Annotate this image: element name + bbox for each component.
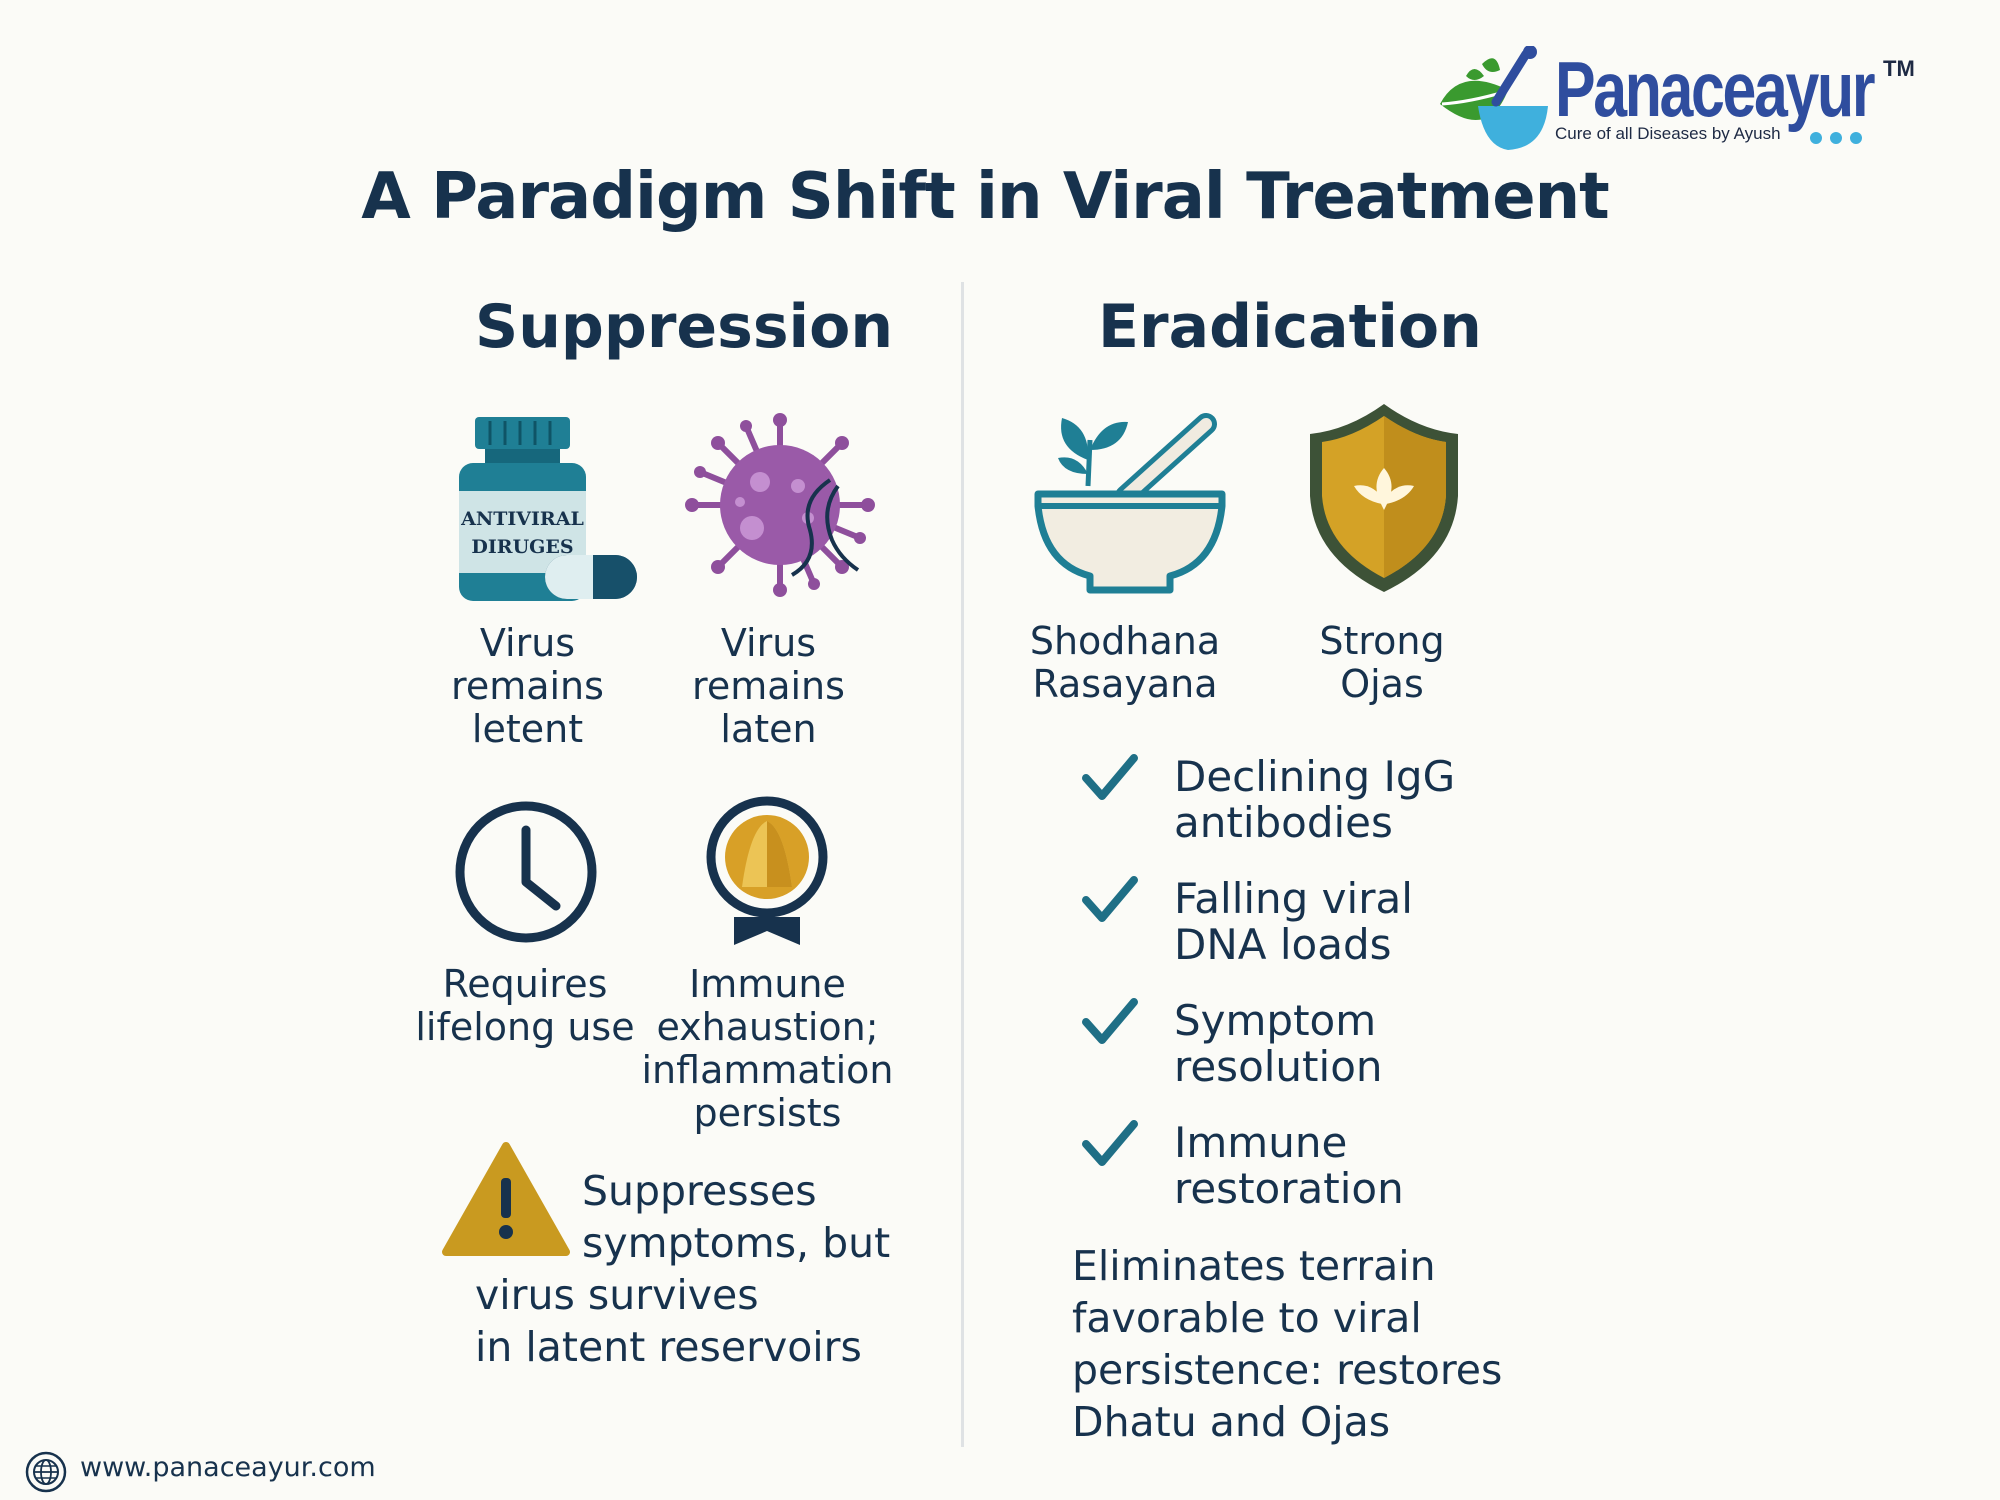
caption-immune-exhaustion: Immune exhaustion; inflammation persists bbox=[640, 963, 895, 1135]
page-title-text: A Paradigm Shift in Viral Treatment bbox=[361, 160, 1609, 234]
clock-icon bbox=[455, 801, 597, 943]
caption-shodhana: Shodhana Rasayana bbox=[1015, 620, 1235, 706]
summary-line: Eliminates terrain bbox=[1072, 1242, 1436, 1290]
check-icon bbox=[1082, 1120, 1138, 1166]
mortar-leaf-logo-icon bbox=[1440, 46, 1548, 150]
website-link[interactable]: www.panaceayur.com bbox=[80, 1452, 376, 1483]
caption-ojas: Strong Ojas bbox=[1282, 620, 1482, 706]
page-title: A Paradigm Shift in Viral Treatment bbox=[0, 160, 2000, 234]
exhausted-immune-icon bbox=[706, 796, 828, 945]
virus-icon bbox=[685, 413, 875, 597]
check-line: restoration bbox=[1174, 1164, 1404, 1213]
caption-virus: Virus remains laten bbox=[666, 622, 871, 751]
globe-icon bbox=[25, 1451, 67, 1493]
caption-line: Virus bbox=[479, 621, 576, 665]
bottle-label-line: DIRUGES bbox=[471, 536, 574, 558]
summary-line: persistence: restores bbox=[1072, 1346, 1503, 1394]
caption-line: Immune bbox=[689, 962, 846, 1006]
warning-text-top: Suppresses symptoms, but bbox=[582, 1165, 890, 1269]
warning-text-bottom: virus survives in latent reservoirs bbox=[475, 1269, 862, 1373]
caption-line: remains bbox=[451, 664, 604, 708]
check-line: Immune bbox=[1174, 1118, 1348, 1167]
column-divider bbox=[961, 282, 964, 1447]
warning-icon bbox=[442, 1142, 570, 1256]
brand-logo: Panaceayur TM Cure of all Diseases by Ay… bbox=[1430, 45, 1915, 156]
caption-line: Shodhana bbox=[1029, 619, 1221, 663]
summary-line: Dhatu and Ojas bbox=[1072, 1398, 1391, 1446]
caption-line: Strong bbox=[1319, 619, 1445, 663]
check-item: Declining IgG antibodies bbox=[1174, 754, 1455, 846]
caption-clock: Requires lifelong use bbox=[415, 963, 635, 1049]
bottle-label-line: ANTIVIRAL bbox=[461, 508, 584, 530]
check-line: resolution bbox=[1174, 1042, 1383, 1091]
check-item: Symptom resolution bbox=[1174, 998, 1383, 1090]
suppression-heading: Suppression bbox=[475, 292, 894, 362]
bottle-label: ANTIVIRAL DIRUGES bbox=[455, 505, 590, 561]
caption-line: inflammation bbox=[641, 1048, 894, 1092]
check-line: DNA loads bbox=[1174, 920, 1392, 969]
check-icon bbox=[1082, 754, 1138, 800]
caption-line: letent bbox=[471, 707, 584, 751]
caption-line: Requires bbox=[442, 962, 608, 1006]
caption-line: laten bbox=[720, 707, 817, 751]
check-icon bbox=[1082, 876, 1138, 922]
caption-line: Rasayana bbox=[1032, 662, 1218, 706]
brand-tagline: Cure of all Diseases by Ayush bbox=[1555, 124, 1781, 143]
caption-line: exhaustion; bbox=[656, 1005, 879, 1049]
check-item: Falling viral DNA loads bbox=[1174, 876, 1413, 968]
caption-line: Virus bbox=[720, 621, 817, 665]
warning-line: virus survives bbox=[475, 1271, 759, 1319]
caption-line: persists bbox=[693, 1091, 842, 1135]
check-line: Falling viral bbox=[1174, 874, 1413, 923]
mortar-pestle-herb-icon bbox=[1034, 413, 1226, 594]
shield-icon bbox=[1310, 404, 1458, 592]
caption-bottle: Virus remains letent bbox=[425, 622, 630, 751]
dots-icon bbox=[1810, 132, 1862, 144]
brand-name: Panaceayur bbox=[1555, 45, 1876, 133]
eradication-summary: Eliminates terrain favorable to viral pe… bbox=[1072, 1240, 1502, 1448]
warning-line: symptoms, but bbox=[582, 1219, 891, 1267]
check-line: antibodies bbox=[1174, 798, 1393, 847]
caption-line: remains bbox=[692, 664, 845, 708]
caption-line: lifelong use bbox=[415, 1005, 635, 1049]
warning-line: Suppresses bbox=[582, 1167, 817, 1215]
summary-line: favorable to viral bbox=[1072, 1294, 1422, 1342]
check-line: Symptom bbox=[1174, 996, 1377, 1045]
eradication-heading: Eradication bbox=[1098, 292, 1482, 362]
trademark-mark: TM bbox=[1883, 56, 1915, 81]
warning-line: in latent reservoirs bbox=[475, 1323, 862, 1371]
antiviral-bottle-icon bbox=[459, 417, 637, 601]
check-line: Declining IgG bbox=[1174, 752, 1456, 801]
caption-line: Ojas bbox=[1340, 662, 1424, 706]
check-icon bbox=[1082, 998, 1138, 1044]
check-item: Immune restoration bbox=[1174, 1120, 1404, 1212]
